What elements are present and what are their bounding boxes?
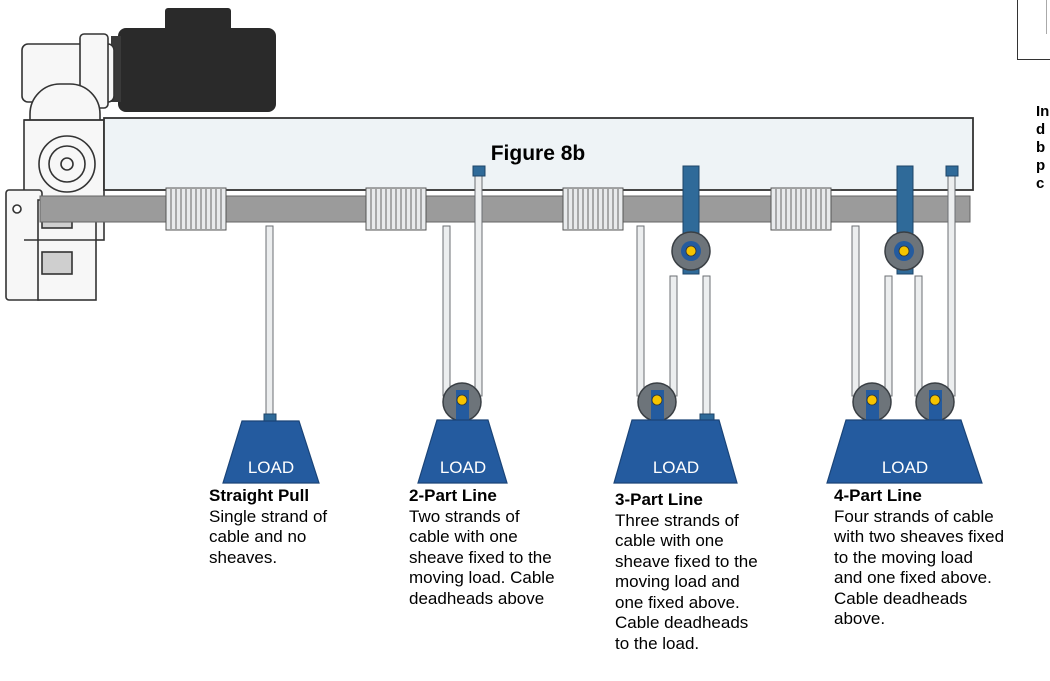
side-note-line: c — [1036, 175, 1045, 192]
load-label-3: LOAD — [653, 458, 699, 477]
caption-4-part-line: 4-Part Line Four strands of cable with t… — [834, 486, 1050, 630]
caption-line: sheave fixed to the — [615, 551, 758, 571]
load-label-1: LOAD — [248, 458, 294, 477]
caption-title: Straight Pull — [209, 486, 310, 505]
cropped-frame-line — [1046, 0, 1049, 34]
caption-title: 2-Part Line — [409, 486, 497, 505]
caption-line: Single strand of — [209, 506, 328, 526]
caption-line: sheaves. — [209, 547, 278, 567]
load-1 — [222, 420, 320, 484]
load-4 — [826, 419, 983, 484]
side-note-line: In — [1036, 103, 1050, 120]
overhead-beam — [103, 117, 974, 191]
caption-line: deadheads above — [409, 588, 545, 608]
side-note-line: d — [1036, 121, 1046, 138]
caption-line: moving load. Cable — [409, 568, 555, 587]
upper-sheaves — [671, 231, 924, 271]
caption-line: cable and no — [209, 527, 307, 546]
cropped-frame — [1017, 0, 1050, 60]
caption-line: cable with one — [409, 527, 518, 546]
caption-line: one fixed above. — [615, 592, 740, 612]
caption-line: cable with one — [615, 531, 724, 550]
caption-line: moving load and — [615, 572, 740, 591]
caption-line: sheave fixed to the — [409, 547, 552, 567]
load-label-4: LOAD — [882, 458, 928, 477]
caption-line: to the moving load — [834, 547, 973, 567]
lower-sheaves — [442, 382, 955, 422]
caption-line: Cable deadheads — [615, 613, 749, 632]
caption-straight-pull: Straight Pull Single strand of cable and… — [209, 486, 384, 568]
load-2 — [417, 419, 508, 484]
caption-line: and one fixed above. — [834, 568, 992, 587]
loads — [222, 419, 983, 484]
figure-label: Figure 8b — [491, 142, 586, 165]
motor — [111, 8, 276, 112]
lower-sheave-2 — [442, 382, 482, 422]
gearbox — [5, 33, 115, 301]
caption-line: to the load. — [615, 633, 700, 653]
caption-line: above. — [834, 609, 886, 628]
lower-sheave-4a — [852, 382, 892, 422]
upper-sheave-3 — [671, 231, 711, 271]
lower-sheave-4b — [915, 382, 955, 422]
caption-line: Two strands of — [409, 506, 520, 526]
caption-title: 3-Part Line — [615, 490, 703, 509]
caption-line: Three strands of — [615, 510, 739, 530]
side-note-line: p — [1036, 157, 1046, 174]
caption-title: 4-Part Line — [834, 486, 922, 505]
caption-3-part-line: 3-Part Line Three strands of cable with … — [615, 490, 805, 654]
lower-sheave-3 — [637, 382, 677, 422]
caption-line: Four strands of cable — [834, 506, 994, 526]
cropped-side-note: In d b p c — [1036, 103, 1049, 193]
upper-sheave-4 — [884, 231, 924, 271]
side-note-line: b — [1036, 139, 1046, 156]
caption-line: with two sheaves fixed — [834, 527, 1005, 546]
load-label-2: LOAD — [440, 458, 486, 477]
caption-line: Cable deadheads — [834, 588, 968, 608]
caption-2-part-line: 2-Part Line Two strands of cable with on… — [409, 486, 599, 609]
load-3 — [613, 419, 738, 484]
